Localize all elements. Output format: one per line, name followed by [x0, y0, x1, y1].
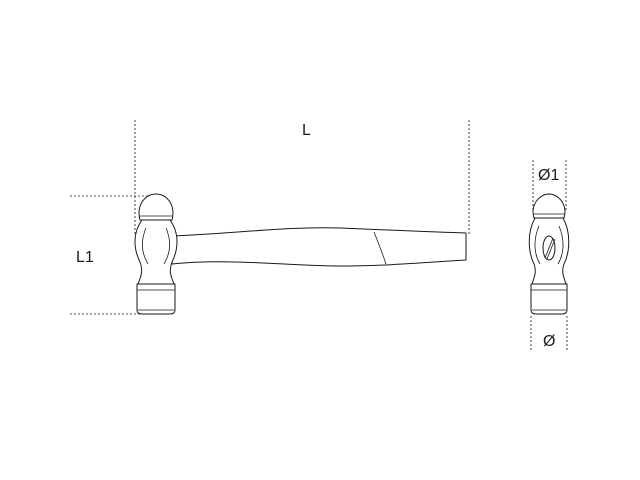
hammer-handle — [171, 227, 467, 267]
wedge-slot-line-2 — [546, 238, 556, 260]
end-view-neck-contour-left — [534, 225, 541, 265]
dimension-labels: L L1 Ø1 Ø — [76, 122, 559, 350]
dimension-lines — [70, 120, 568, 352]
striking-face — [136, 283, 176, 315]
neck-contour-left — [142, 227, 149, 265]
handle-grain-line — [373, 231, 387, 265]
ball-pein-dome — [138, 193, 174, 221]
end-view-face — [530, 283, 568, 315]
hammer-head-neck — [134, 219, 178, 285]
dim-label-L1: L1 — [76, 249, 94, 266]
dim-label-face-diameter: Ø1 — [538, 167, 559, 184]
dim-label-pein-diameter: Ø — [543, 333, 555, 350]
neck-contour-right — [163, 227, 170, 265]
end-view-dome — [532, 193, 566, 219]
dim-label-L: L — [302, 122, 311, 139]
hammer-side-view — [134, 193, 467, 315]
end-view-neck-contour-right — [557, 225, 564, 265]
hammer-end-view — [528, 193, 570, 315]
wedge-slot-line — [544, 237, 554, 259]
